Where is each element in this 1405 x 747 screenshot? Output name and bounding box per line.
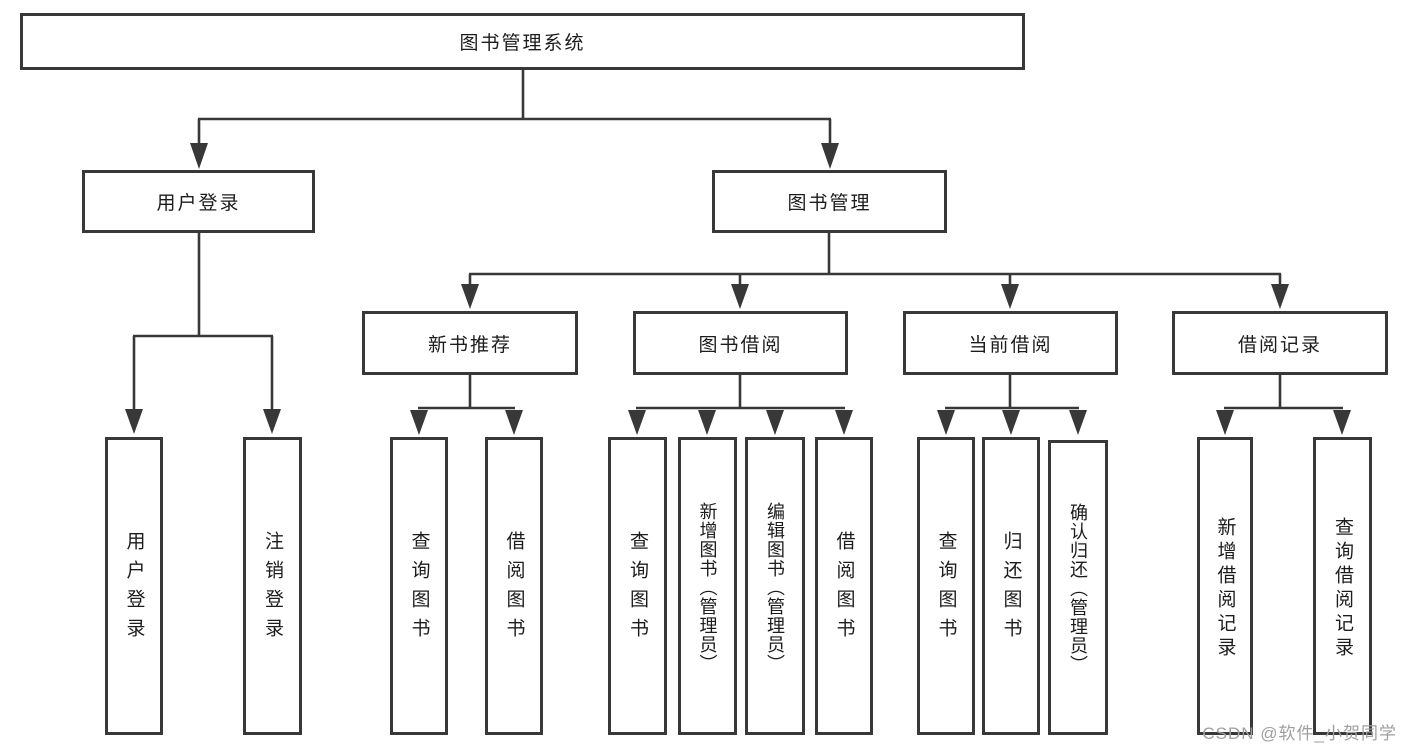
node-current-borrow: 当前借阅 — [903, 311, 1118, 375]
arrowhead-icon — [1271, 284, 1289, 309]
arrowhead-icon — [698, 410, 716, 435]
arrowhead-icon — [505, 410, 523, 435]
node-borrow-record: 借阅记录 — [1172, 311, 1388, 375]
arrowhead-icon — [410, 410, 428, 435]
node-new-book-recommend: 新书推荐 — [362, 311, 578, 375]
node-root-system: 图书管理系统 — [20, 13, 1025, 70]
edge-root-to-level2 — [190, 70, 839, 169]
arrowhead-icon — [263, 409, 281, 434]
leaf-borrow-book: 借阅图书 — [815, 437, 873, 735]
edge-new-book-children — [410, 375, 523, 435]
edge-book-mgmt-branch — [461, 233, 1289, 309]
leaf-query-book-borrow: 查询图书 — [608, 437, 667, 735]
edge-borrow-record-children — [1216, 375, 1351, 435]
arrowhead-icon — [835, 410, 853, 435]
leaf-query-borrow-record: 查询借阅记录 — [1313, 437, 1372, 735]
arrowhead-icon — [125, 409, 143, 434]
leaf-query-book-recommend: 查询图书 — [390, 437, 448, 735]
node-book-borrow: 图书借阅 — [633, 311, 848, 375]
leaf-edit-book-admin: 编辑图书（管理员） — [745, 437, 805, 735]
edge-current-borrow-children — [937, 375, 1087, 435]
arrowhead-icon — [1002, 410, 1020, 435]
edge-user-login-branch — [125, 233, 281, 434]
csdn-watermark: CSDN @软件_小贺同学 — [1202, 724, 1397, 743]
leaf-logout: 注销登录 — [243, 437, 302, 735]
node-user-login: 用户登录 — [82, 170, 315, 233]
leaf-borrow-book-recommend: 借阅图书 — [485, 437, 543, 735]
arrowhead-icon — [731, 284, 749, 309]
leaf-return-book: 归还图书 — [982, 437, 1040, 735]
leaf-add-book-admin: 新增图书（管理员） — [678, 437, 737, 735]
arrowhead-icon — [1069, 410, 1087, 435]
arrowhead-icon — [461, 284, 479, 309]
arrowhead-icon — [766, 410, 784, 435]
arrowhead-icon — [821, 143, 839, 169]
arrowhead-icon — [190, 143, 208, 169]
arrowhead-icon — [1216, 410, 1234, 435]
arrowhead-icon — [937, 410, 955, 435]
leaf-confirm-return-admin: 确认归还（管理员） — [1048, 440, 1108, 735]
leaf-query-book-current: 查询图书 — [917, 437, 975, 735]
leaf-user-login: 用户登录 — [105, 437, 163, 735]
arrowhead-icon — [628, 410, 646, 435]
arrowhead-icon — [1333, 410, 1351, 435]
node-book-management: 图书管理 — [712, 170, 947, 233]
edge-book-borrow-children — [628, 375, 853, 435]
arrowhead-icon — [1001, 284, 1019, 309]
leaf-add-borrow-record: 新增借阅记录 — [1197, 437, 1253, 735]
